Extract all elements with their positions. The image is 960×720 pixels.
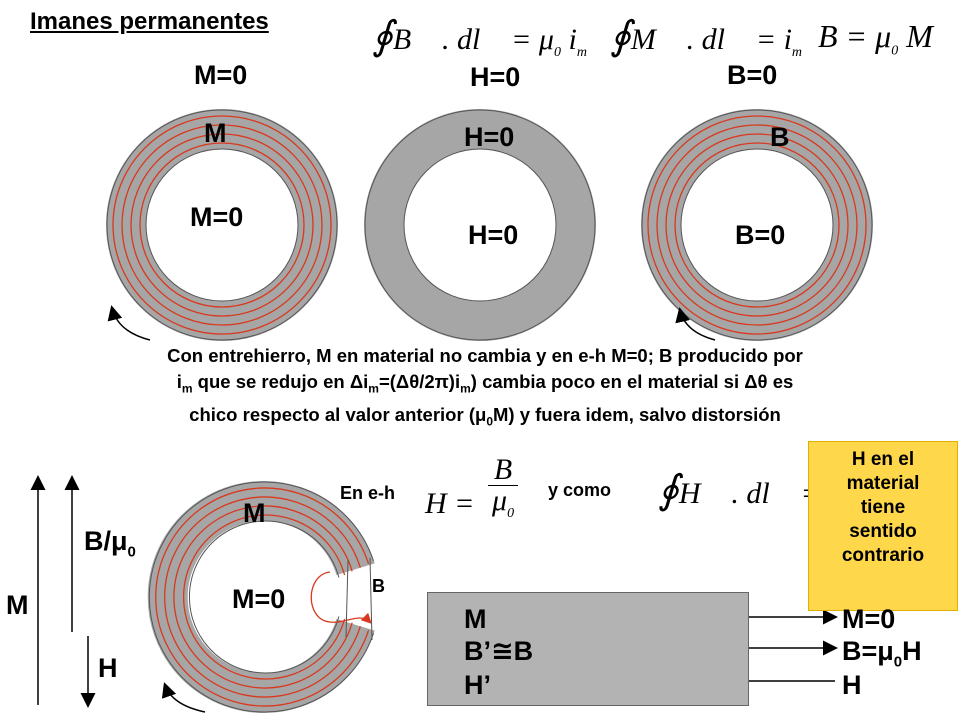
callout-box: H en el material tiene sentido contrario (808, 441, 958, 611)
left-ring-heading: M=0 (194, 60, 248, 90)
callout-line: sentido (849, 521, 917, 542)
box-b-label: B’≅B (464, 636, 534, 666)
gap-ring-inner-label: M=0 (232, 584, 286, 614)
gap-ring-label: M (243, 498, 266, 528)
right-curved-arrow (675, 307, 716, 341)
right-ring-label: B (770, 122, 790, 152)
y-como-label: y como (548, 480, 612, 500)
out-h-label: H (842, 670, 862, 700)
left-ring-label: M (204, 118, 227, 148)
formula-b-mu-m: B = μ0 M (818, 18, 933, 59)
gap-ring (147, 481, 375, 713)
left-curved-arrow (107, 305, 151, 341)
middle-ring-inner-label: H=0 (468, 220, 519, 250)
description-line-3: chico respecto al valor anterior (μ0M) y… (189, 403, 781, 429)
callout-line: tiene (860, 497, 906, 518)
gap-b-field-loop (310, 571, 372, 624)
box-h-label: H’ (464, 670, 491, 700)
middle-ring-label: H=0 (464, 122, 515, 152)
right-ring-inner-label: B=0 (735, 220, 786, 250)
callout-line: H en el (851, 449, 915, 470)
formula-h-eq: H = B μ0 (425, 455, 519, 521)
description-text: Con entrehierro, M en material no cambia… (22, 343, 948, 434)
b-mu-axis-label: B/μ0 (84, 526, 136, 561)
formula-ampere-b: ∮B⃗ . dl⃗ = μ0 im (372, 13, 587, 60)
description-line-1: Con entrehierro, M en material no cambia… (167, 345, 803, 366)
material-box (427, 592, 749, 706)
out-b-label: B=μ0H (842, 636, 922, 671)
out-m-label: M=0 (842, 604, 896, 634)
gap-b-label: B (372, 576, 385, 596)
formula-ampere-m: ∮M⃗ . dl⃗ = im (610, 13, 803, 60)
en-eh-label: En e-h (340, 483, 396, 503)
m-axis-label: M (6, 590, 29, 620)
bottom-curved-arrow (161, 682, 206, 713)
callout-line: contrario (841, 545, 925, 566)
callout-line: material (846, 473, 920, 494)
left-ring (106, 109, 338, 341)
middle-ring (364, 109, 596, 341)
middle-ring-heading: H=0 (470, 62, 521, 92)
right-ring (641, 109, 873, 341)
page-title: Imanes permanentes (30, 8, 269, 35)
description-line-2: im que se redujo en Δim=(Δθ/2π)im) cambi… (176, 371, 794, 396)
box-m-label: M (464, 604, 487, 634)
left-ring-inner-label: M=0 (190, 202, 244, 232)
right-ring-heading: B=0 (727, 60, 778, 90)
h-axis-label: H (98, 653, 118, 683)
